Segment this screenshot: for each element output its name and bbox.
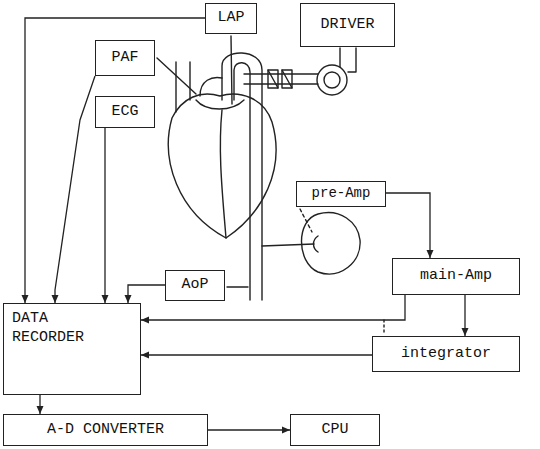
pulmonary-artery: [200, 78, 222, 96]
signal-arrow: [52, 76, 96, 303]
signal-line: [141, 354, 372, 355]
arrow-head: [22, 295, 29, 303]
arrow-head: [141, 352, 149, 359]
box-label: main-Amp: [420, 267, 492, 286]
box-label: CPU: [321, 421, 348, 440]
arrow-head: [102, 295, 109, 303]
signal-arrow: [22, 18, 206, 303]
box-label: ECG: [111, 103, 138, 122]
valve-mark: [268, 70, 292, 88]
arrow-head: [37, 406, 44, 414]
signal-line: [104, 128, 105, 303]
lap-catheter: [231, 36, 232, 104]
arrow-head: [282, 427, 290, 434]
box-label: AoP: [181, 276, 208, 295]
process-box: main-Amp: [392, 258, 520, 295]
aop-line: [227, 286, 248, 287]
signal-line: [208, 429, 290, 430]
process-box: DRIVER: [300, 3, 395, 47]
process-box: A-D CONVERTER: [3, 414, 208, 446]
box-label: LAP: [217, 9, 244, 28]
process-box: LAP: [205, 3, 257, 34]
signal-arrow: [462, 295, 469, 336]
paf-leader: [157, 58, 196, 94]
signal-line: [128, 285, 165, 303]
signal-arrow: [125, 285, 166, 303]
signal-arrow: [386, 193, 434, 258]
process-box: integrator: [372, 336, 520, 372]
box-label: PAF: [111, 49, 138, 68]
box-label: integrator: [401, 345, 491, 364]
arrow-head: [52, 295, 59, 303]
box-label: DATA RECORDER: [12, 310, 112, 348]
integrator-mark: [383, 320, 384, 334]
pump: [317, 65, 347, 95]
box-label: DRIVER: [320, 16, 374, 35]
pump: [324, 72, 340, 88]
signal-line: [25, 18, 205, 303]
arrow-head: [427, 250, 434, 258]
cannula-tube: [244, 74, 318, 84]
atrium: [196, 100, 244, 109]
process-box: PAF: [95, 40, 155, 76]
process-box: DATA RECORDER: [3, 303, 141, 395]
signal-arrow: [208, 427, 290, 434]
process-box: AoP: [165, 270, 225, 301]
signal-arrow: [102, 128, 109, 303]
box-label: pre-Amp: [312, 185, 371, 203]
process-box: ECG: [95, 96, 155, 128]
signal-line: [386, 193, 430, 258]
arrow-head: [125, 295, 132, 303]
process-box: CPU: [290, 414, 380, 446]
arrow-head: [462, 328, 469, 336]
kidney: [302, 213, 361, 274]
driver-line: [340, 48, 356, 72]
signal-line: [55, 76, 95, 303]
box-label: A-D CONVERTER: [47, 421, 164, 440]
aortic-arch: [222, 53, 262, 300]
signal-arrow: [141, 352, 372, 359]
heart: [168, 94, 276, 238]
arrow-head: [141, 317, 149, 324]
renal-artery: [262, 244, 314, 246]
heart-septum: [220, 110, 226, 238]
process-box: pre-Amp: [296, 181, 386, 207]
nerve-lead: [300, 209, 312, 232]
signal-arrow: [37, 395, 44, 414]
